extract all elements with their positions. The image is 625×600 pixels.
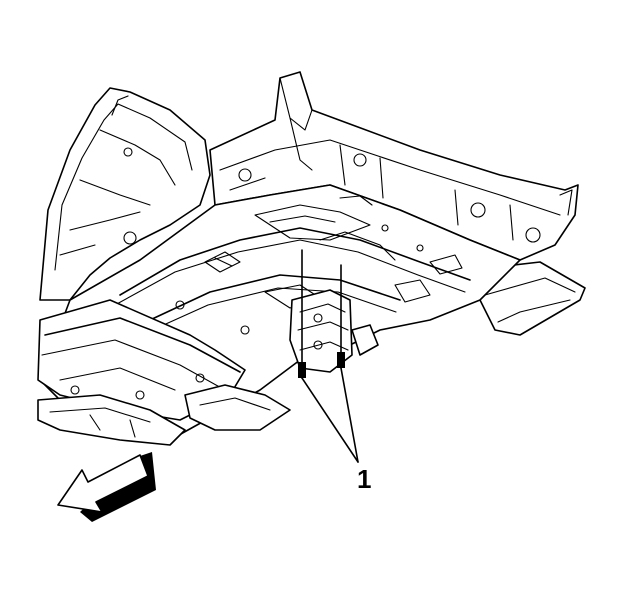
- callout-leader-lines: [301, 367, 359, 463]
- bolt-right: [337, 264, 345, 369]
- arrow-left-down-icon: [57, 452, 156, 522]
- front-frame-rails: [37, 299, 291, 446]
- center-bracket: [289, 289, 379, 373]
- callout-1-label: 1: [357, 464, 372, 494]
- bolt-left: [298, 249, 306, 379]
- left-side-wall: [39, 87, 211, 301]
